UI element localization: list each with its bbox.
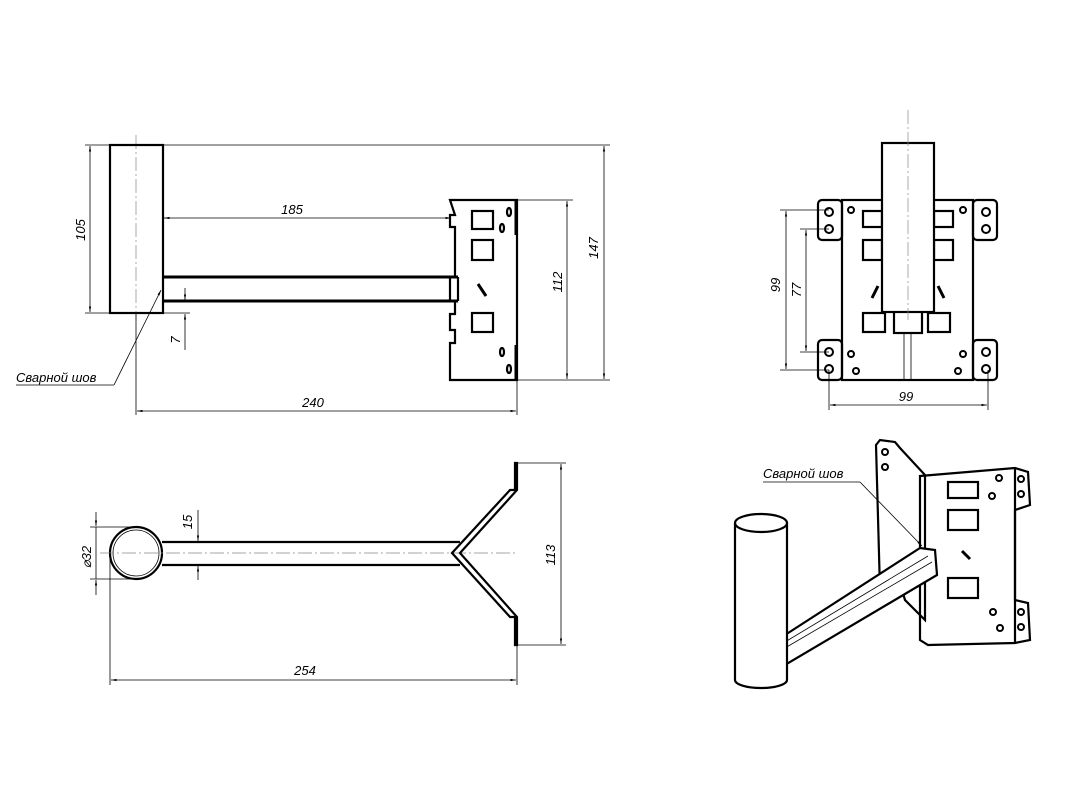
arm — [163, 275, 460, 303]
dim-hole-vertical-outer: 99 — [768, 278, 783, 292]
iso-pipe — [733, 523, 789, 690]
pipe — [108, 143, 165, 315]
dim-offset: 7 — [168, 336, 183, 344]
dim-plate-width: 113 — [543, 544, 558, 565]
top-view: ⌀32 15 113 254 — [79, 461, 566, 685]
dim-plate-height: 112 — [550, 271, 565, 292]
weld-label: Сварной шов — [16, 370, 97, 385]
dim-hole-vertical-inner: 77 — [789, 282, 804, 297]
dim-total-length: 240 — [301, 395, 324, 410]
iso-weld-label: Сварной шов — [763, 466, 844, 481]
mounting-plate — [448, 198, 519, 382]
plate-section — [450, 461, 519, 647]
iso-plate — [918, 466, 1032, 647]
dim-pipe-diameter: ⌀32 — [79, 545, 94, 568]
dim-total-height: 147 — [586, 236, 601, 258]
front-view: 99 77 99 — [768, 110, 999, 410]
dim-arm-width: 15 — [180, 514, 195, 529]
iso-arm — [783, 546, 939, 667]
side-view: 105 147 112 185 240 7 Сварной шов — [16, 135, 610, 415]
dim-total-length-top: 254 — [293, 663, 316, 678]
dim-arm-length: 185 — [281, 202, 303, 217]
dim-pipe-height: 105 — [73, 218, 88, 240]
dim-hole-horizontal: 99 — [899, 389, 913, 404]
isometric-view: Сварной шов — [733, 438, 1032, 690]
